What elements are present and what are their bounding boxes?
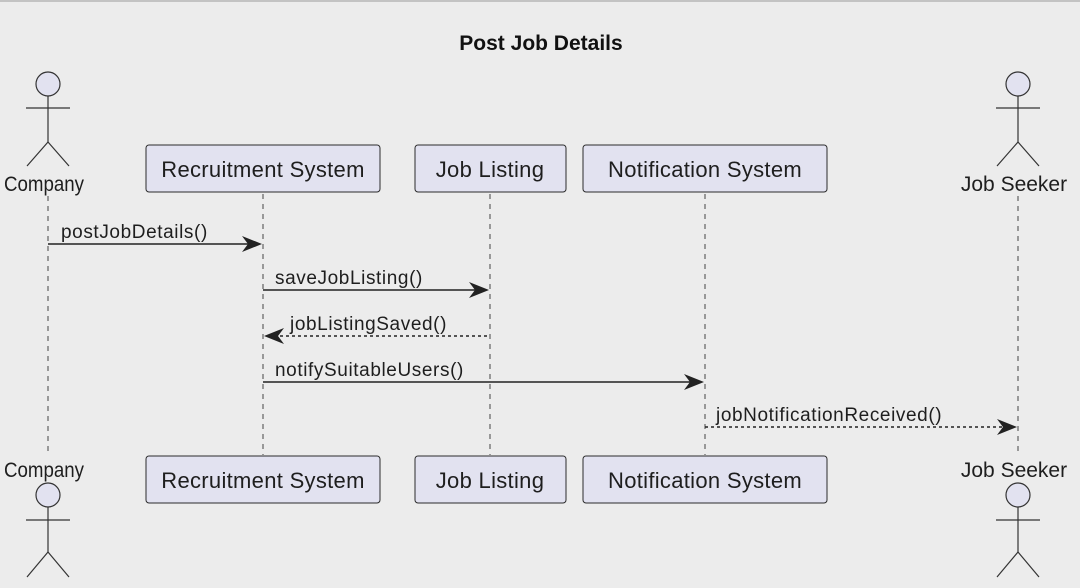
message-label: jobListingSaved() <box>289 314 447 335</box>
message-notify-suitable-users: notifySuitableUsers() <box>263 360 704 390</box>
participant-notification-system-top: Notification System <box>582 144 828 193</box>
participant-label-notification-system: Notification System <box>608 468 802 493</box>
message-post-job-details: postJobDetails() <box>48 222 262 252</box>
actor-head-icon <box>1005 482 1031 508</box>
arrowhead-icon <box>242 236 262 252</box>
arrowhead-icon <box>684 374 704 390</box>
participant-recruitment-system-bottom: Recruitment System <box>145 455 381 504</box>
participant-recruitment-system-top: Recruitment System <box>145 144 381 193</box>
diagram-title: Post Job Details <box>459 32 622 55</box>
participant-label-job-listing: Job Listing <box>436 468 544 493</box>
participant-label-recruitment-system: Recruitment System <box>161 157 364 182</box>
message-save-job-listing: saveJobListing() <box>263 268 489 298</box>
participant-label-job-listing: Job Listing <box>436 157 544 182</box>
participant-notification-system-bottom: Notification System <box>582 455 828 504</box>
participant-job-listing-top: Job Listing <box>414 144 567 193</box>
message-label: notifySuitableUsers() <box>275 360 464 381</box>
participant-label-notification-system: Notification System <box>608 157 802 182</box>
message-job-notification-received: jobNotificationReceived() <box>705 405 1017 435</box>
actor-label-job-seeker: Job Seeker <box>961 459 1067 482</box>
actor-label-company: Company <box>4 459 84 482</box>
actor-head-icon <box>35 71 61 97</box>
arrowhead-icon <box>997 419 1017 435</box>
message-job-listing-saved: jobListingSaved() <box>264 314 490 344</box>
message-label: postJobDetails() <box>61 222 208 243</box>
message-label: jobNotificationReceived() <box>715 405 942 426</box>
actor-company-bottom: Company <box>4 459 84 578</box>
arrowhead-icon <box>469 282 489 298</box>
actor-company-top: Company <box>4 71 84 196</box>
actor-label-company: Company <box>4 173 84 196</box>
actor-job-seeker-bottom: Job Seeker <box>961 459 1067 578</box>
actor-job-seeker-top: Job Seeker <box>961 71 1067 196</box>
participant-job-listing-bottom: Job Listing <box>414 455 567 504</box>
actor-label-job-seeker: Job Seeker <box>961 173 1067 196</box>
participant-label-recruitment-system: Recruitment System <box>161 468 364 493</box>
message-label: saveJobListing() <box>275 268 423 289</box>
arrowhead-icon <box>264 328 284 344</box>
actor-head-icon <box>1005 71 1031 97</box>
actor-head-icon <box>35 482 61 508</box>
